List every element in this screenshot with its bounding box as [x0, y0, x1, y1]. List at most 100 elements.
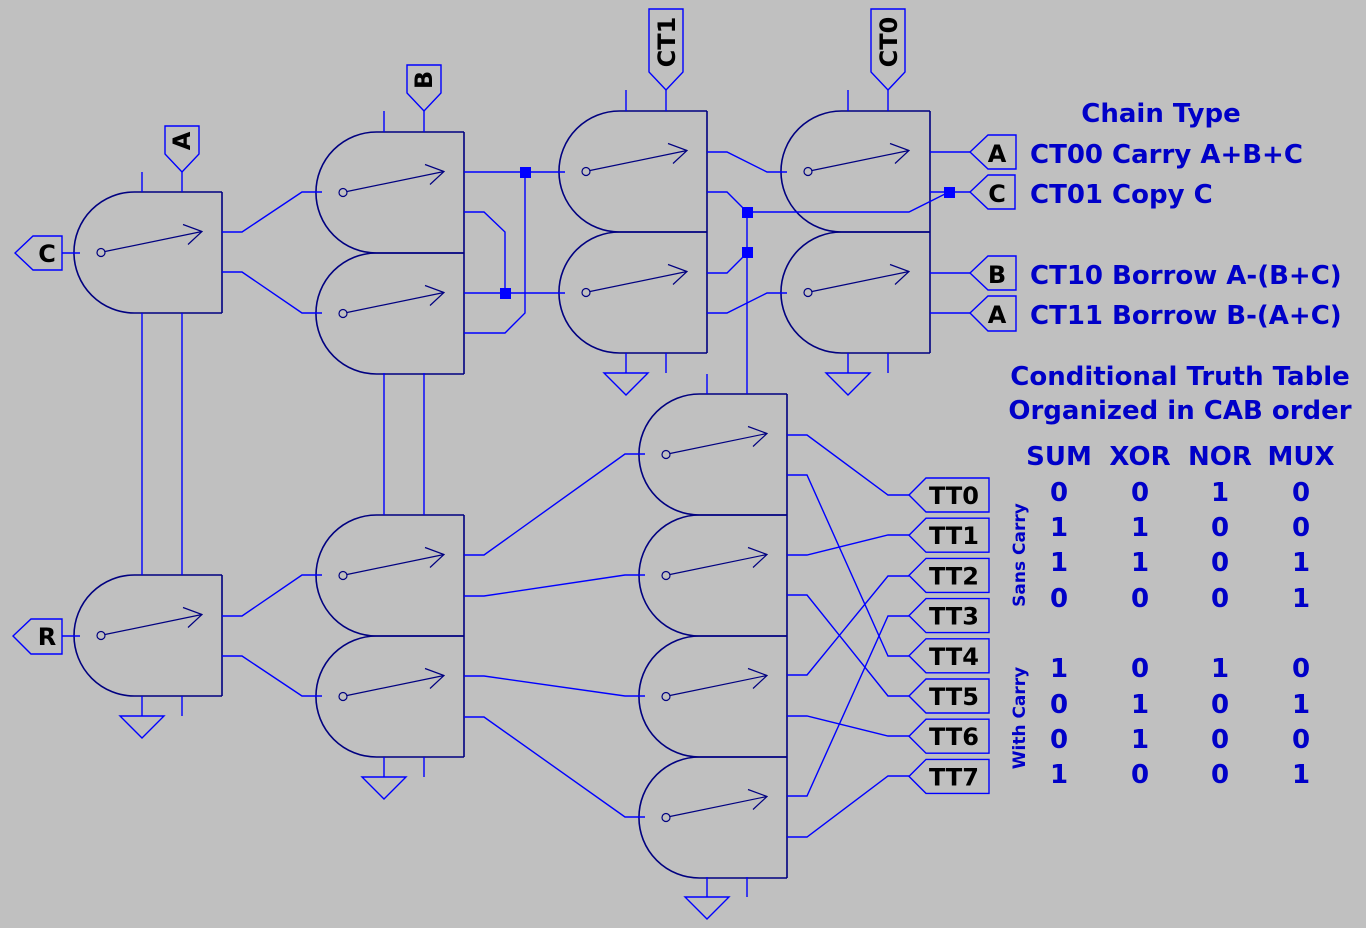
table-cell: 1	[1131, 725, 1149, 755]
pivot-icon	[661, 449, 671, 460]
truth-table-title: Conditional Truth Table	[1010, 362, 1350, 392]
switch-arrow-icon	[346, 170, 445, 193]
net-flag-tt: TT3	[908, 597, 990, 634]
pivot-icon	[661, 570, 671, 581]
pivot-icon	[803, 287, 813, 298]
table-cell: 1	[1292, 548, 1310, 578]
switch-arrow-icon	[669, 674, 768, 697]
table-cell: 1	[1050, 548, 1068, 578]
net-flag-b: B	[406, 64, 442, 113]
table-cell: 1	[1050, 513, 1068, 543]
net-flag-a-out1: A	[968, 134, 1017, 170]
net-flag-r: R	[11, 618, 63, 655]
net-flag-tt: TT2	[908, 557, 990, 594]
chain-type-note: Chain Type CT00 Carry A+B+C CT01 Copy C …	[1030, 99, 1342, 331]
column-header: SUM	[1026, 442, 1092, 472]
group-label-with-carry: With Carry	[1010, 667, 1030, 770]
pivot-icon	[581, 166, 591, 177]
truth-table-subtitle: Organized in CAB order	[1008, 396, 1351, 426]
table-cell: 1	[1050, 760, 1068, 790]
flag-label: A	[168, 131, 196, 150]
table-cell: 1	[1292, 584, 1310, 614]
wire	[787, 775, 909, 838]
flag-label: B	[988, 261, 1006, 289]
wire	[464, 574, 645, 597]
table-cell: 0	[1050, 690, 1068, 720]
wire	[222, 191, 322, 233]
pivot-icon	[338, 691, 348, 702]
switch-arrow-icon	[346, 674, 445, 697]
table-cell: 0	[1131, 654, 1149, 684]
table-cell: 0	[1050, 725, 1068, 755]
flag-label: A	[988, 301, 1007, 329]
switch-arrow-icon	[669, 553, 768, 576]
relay-stack-tt	[638, 393, 788, 879]
net-flag-ct1: CT1	[648, 8, 684, 92]
truth-table: Conditional Truth Table Organized in CAB…	[1008, 362, 1351, 790]
wire	[464, 453, 645, 556]
flag-label: C	[38, 240, 56, 268]
flag-label: C	[988, 180, 1006, 208]
column-header: NOR	[1188, 442, 1252, 472]
ground-icon	[360, 757, 408, 800]
table-cell: 1	[1131, 513, 1149, 543]
switch-arrow-icon	[811, 270, 910, 293]
relay-section	[315, 131, 464, 254]
ground-icon	[118, 696, 166, 739]
table-cell: 1	[1292, 690, 1310, 720]
switch-arrow-icon	[811, 149, 910, 172]
relay-section	[315, 514, 464, 637]
table-cell: 0	[1131, 478, 1149, 508]
net-flag-c-left: C	[13, 235, 63, 271]
pivot-icon	[581, 287, 591, 298]
pivot-icon	[338, 570, 348, 581]
relay-stack-b	[315, 131, 465, 375]
wire	[464, 172, 526, 334]
table-cell: 0	[1211, 584, 1229, 614]
pivot-icon	[803, 166, 813, 177]
wire	[222, 271, 322, 314]
wires	[62, 90, 970, 897]
wire	[464, 211, 506, 293]
table-cell: 1	[1292, 760, 1310, 790]
switch-arrow-icon	[589, 270, 688, 293]
table-cell: 0	[1211, 548, 1229, 578]
ground-icon	[683, 877, 731, 920]
wire	[787, 615, 909, 797]
pivot-icon	[96, 247, 106, 258]
table-cell: 0	[1211, 760, 1229, 790]
chain-type-item: CT00 Carry A+B+C	[1030, 140, 1303, 170]
column-header: MUX	[1267, 442, 1334, 472]
table-cell: 0	[1131, 584, 1149, 614]
net-flag-a-out2: A	[968, 295, 1017, 332]
table-cell: 0	[1292, 654, 1310, 684]
flag-label: TT4	[929, 643, 979, 671]
pivot-icon	[338, 308, 348, 319]
table-cell: 1	[1050, 654, 1068, 684]
column-header: XOR	[1109, 442, 1170, 472]
table-cell: 0	[1292, 725, 1310, 755]
wire	[464, 716, 645, 818]
relay-section	[315, 252, 464, 375]
wire	[707, 191, 748, 213]
table-cell: 0	[1211, 725, 1229, 755]
flag-label: TT1	[929, 522, 979, 550]
relay-section	[73, 191, 222, 314]
relay-section	[780, 110, 930, 233]
flag-label: TT3	[929, 603, 979, 631]
net-flag-b-out: B	[968, 255, 1017, 291]
flag-label: TT2	[929, 562, 979, 590]
flag-label: B	[410, 71, 438, 89]
table-cell: 0	[1292, 478, 1310, 508]
net-flag-tt: TT5	[908, 678, 990, 714]
relay-stack-ct1	[558, 110, 708, 354]
ground-icon	[602, 353, 650, 396]
relay-section	[638, 756, 787, 879]
switch-arrow-icon	[104, 613, 203, 636]
